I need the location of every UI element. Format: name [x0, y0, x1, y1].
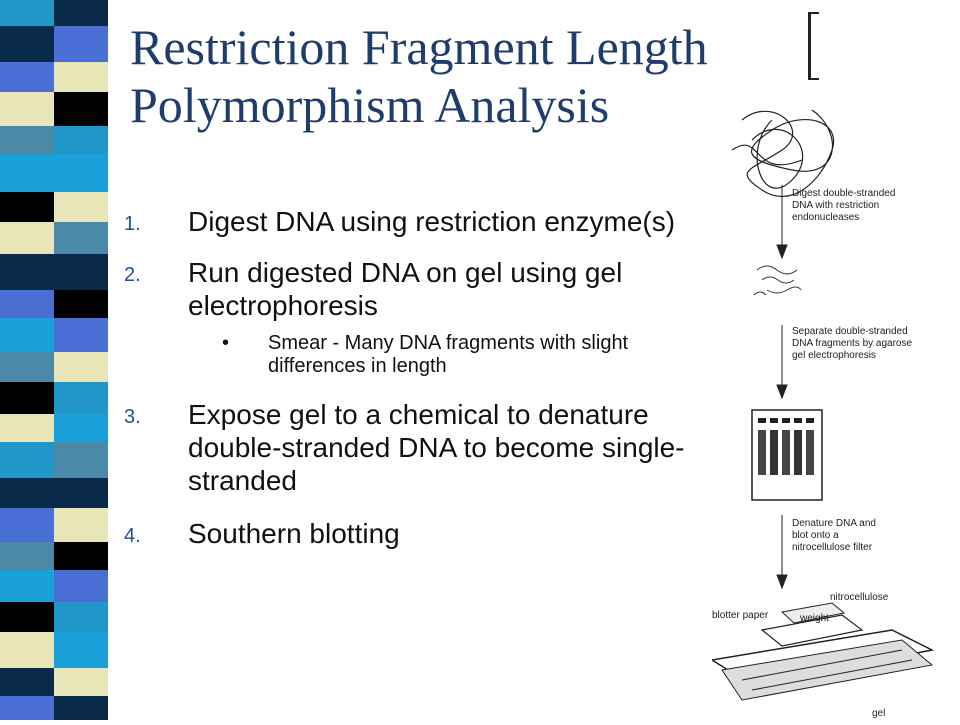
caption-1-line-3: endonucleases [792, 212, 859, 223]
stripe-segment [0, 222, 54, 254]
stripe-column-right [54, 0, 108, 720]
stripe-segment [0, 92, 54, 126]
stripe-segment [0, 570, 54, 602]
caption-1-line-2: DNA with restriction [792, 200, 879, 211]
stripe-segment [54, 154, 108, 192]
tangled-dna-drawing [731, 109, 835, 197]
stripe-segment [0, 602, 54, 632]
stripe-segment [54, 508, 108, 542]
arrow-step-1 [776, 185, 788, 260]
stripe-segment [0, 478, 54, 508]
stripe-segment [0, 254, 54, 290]
steps-list: 1. Digest DNA using restriction enzyme(s… [116, 205, 716, 550]
arrow-step-2 [776, 325, 788, 400]
rflp-process-figure: Digest double-stranded DNA with restrict… [709, 90, 952, 720]
title-line-2: Polymorphism Analysis [130, 77, 610, 133]
label-blotter-paper: blotter paper [712, 610, 769, 621]
stripe-segment [0, 442, 54, 478]
process-diagram: Digest double-stranded DNA with restrict… [709, 109, 935, 719]
stripe-segment [0, 26, 54, 62]
step-number: 1. [124, 213, 141, 235]
caption-3-line-1: Denature DNA and [792, 518, 876, 529]
gel-drawing [751, 409, 823, 501]
subpoint-text: Smear - Many DNA fragments with slight d… [268, 332, 629, 377]
caption-2-line-2: DNA fragments by agarose [792, 338, 912, 349]
step-text: Expose gel to a chemical to denature dou… [188, 399, 685, 496]
step-number: 2. [124, 264, 141, 286]
step-number: 4. [124, 525, 141, 547]
stripe-segment [54, 318, 108, 352]
stripe-segment [54, 602, 108, 632]
stripe-segment [54, 126, 108, 154]
caption-2-line-3: gel electrophoresis [792, 350, 876, 361]
stripe-segment [54, 668, 108, 696]
stripe-segment [0, 0, 54, 26]
stripe-segment [0, 192, 54, 222]
stripe-segment [0, 62, 54, 92]
bracket-mark [808, 12, 819, 80]
step-item-4: 4. Southern blotting [116, 517, 716, 550]
step-item-2: 2. Run digested DNA on gel using gel ele… [116, 256, 716, 322]
caption-3-line-3: nitrocellulose filter [792, 542, 873, 553]
stripe-segment [0, 318, 54, 352]
stripe-segment [54, 442, 108, 478]
label-weight: weight [799, 613, 829, 624]
label-gel: gel [872, 708, 885, 719]
stripe-segment [0, 414, 54, 442]
stripe-segment [54, 0, 108, 26]
caption-3-line-2: blot onto a [792, 530, 839, 541]
stripe-segment [54, 192, 108, 222]
stripe-segment [54, 542, 108, 570]
stripe-segment [0, 542, 54, 570]
stripe-segment [54, 26, 108, 62]
step-text: Southern blotting [188, 518, 400, 549]
step-text: Digest DNA using restriction enzyme(s) [188, 206, 676, 237]
step-text: Run digested DNA on gel using gel electr… [188, 257, 623, 321]
stripe-segment [0, 352, 54, 382]
stripe-segment [0, 126, 54, 154]
stripe-segment [54, 92, 108, 126]
blotting-apparatus-drawing [709, 602, 935, 701]
stripe-segment [54, 382, 108, 414]
label-nitrocellulose: nitrocellulose [830, 592, 889, 603]
stripe-segment [0, 290, 54, 318]
step-2-subpoint: • Smear - Many DNA fragments with slight… [116, 332, 716, 378]
stripe-segment [54, 478, 108, 508]
stripe-segment [54, 696, 108, 720]
stripe-segment [54, 414, 108, 442]
caption-2-line-1: Separate double-stranded [792, 326, 908, 337]
stripe-segment [54, 62, 108, 92]
title-line-1: Restriction Fragment Length [130, 19, 708, 75]
stripe-segment [0, 382, 54, 414]
stripe-segment [54, 352, 108, 382]
caption-1-line-1: Digest double-stranded [792, 188, 895, 199]
decorative-stripe-bar [0, 0, 108, 720]
slide-title: Restriction Fragment Length Polymorphism… [130, 18, 850, 134]
stripe-segment [0, 668, 54, 696]
stripe-segment [54, 222, 108, 254]
stripe-segment [54, 632, 108, 668]
stripe-segment [54, 290, 108, 318]
arrow-step-3 [776, 515, 788, 590]
step-number: 3. [124, 406, 141, 428]
stripe-segment [0, 154, 54, 192]
stripe-segment [0, 632, 54, 668]
stripe-segment [54, 570, 108, 602]
stripe-column-left [0, 0, 54, 720]
stripe-segment [0, 696, 54, 720]
step-item-1: 1. Digest DNA using restriction enzyme(s… [116, 205, 716, 238]
stripe-segment [0, 508, 54, 542]
dna-fragments-drawing [753, 265, 802, 296]
stripe-segment [54, 254, 108, 290]
bullet-dot: • [222, 332, 230, 354]
step-item-3: 3. Expose gel to a chemical to denature … [116, 398, 716, 497]
